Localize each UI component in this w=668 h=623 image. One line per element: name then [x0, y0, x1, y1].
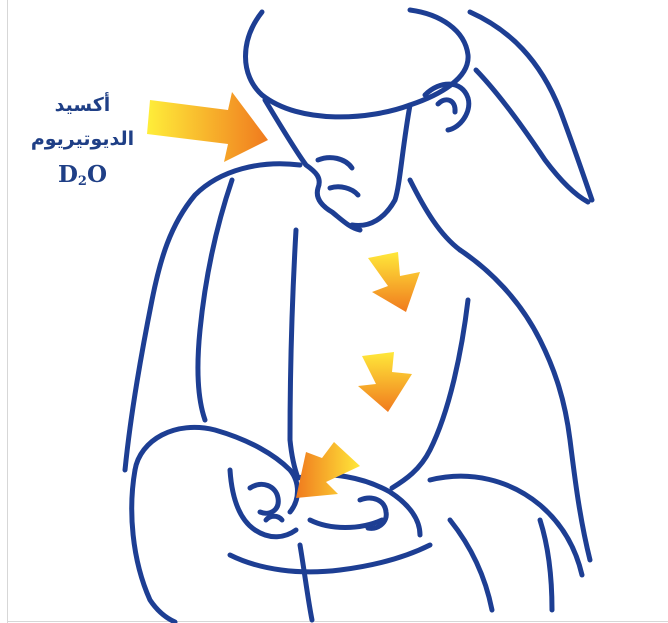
mother-ear-detail: [438, 100, 455, 112]
baby-face: [230, 470, 296, 537]
mother-arm-right: [392, 300, 468, 488]
baby-head: [135, 427, 298, 512]
mother-torso-line: [290, 230, 298, 478]
mother-forearm-left: [450, 520, 492, 610]
mother-jaw: [352, 105, 410, 226]
mother-head-outline: [246, 10, 469, 117]
arrow-down-1: [368, 252, 420, 312]
mother-mouth: [330, 187, 358, 195]
baby-ear: [250, 484, 278, 513]
arrow-to-baby: [296, 442, 360, 498]
baby-body: [230, 545, 430, 572]
mother-inner-arm-left: [198, 180, 232, 420]
arrow-down-2: [358, 352, 412, 412]
chemical-formula: D2O: [10, 156, 155, 201]
mother-hand-right: [540, 520, 552, 610]
baby-head-back: [132, 470, 175, 622]
formula-main: D: [58, 161, 78, 188]
baby-blanket-line: [300, 545, 312, 620]
molecule-label: أكسيد الديوتيريوم D2O: [10, 88, 155, 201]
mother-hair-outline: [470, 12, 592, 200]
baby-eye: [266, 516, 282, 520]
label-line-1: أكسيد: [10, 88, 155, 122]
label-line-2: الديوتيريوم: [10, 122, 155, 156]
arrow-into-mouth: [147, 92, 268, 162]
mother-neck-right: [410, 180, 460, 250]
mother-back-right: [460, 250, 590, 560]
mother-nose-line: [318, 158, 352, 168]
mother-shoulder-left: [125, 164, 300, 470]
mother-ear: [425, 84, 469, 130]
formula-tail: O: [87, 161, 107, 188]
formula-subscript: 2: [78, 174, 87, 189]
